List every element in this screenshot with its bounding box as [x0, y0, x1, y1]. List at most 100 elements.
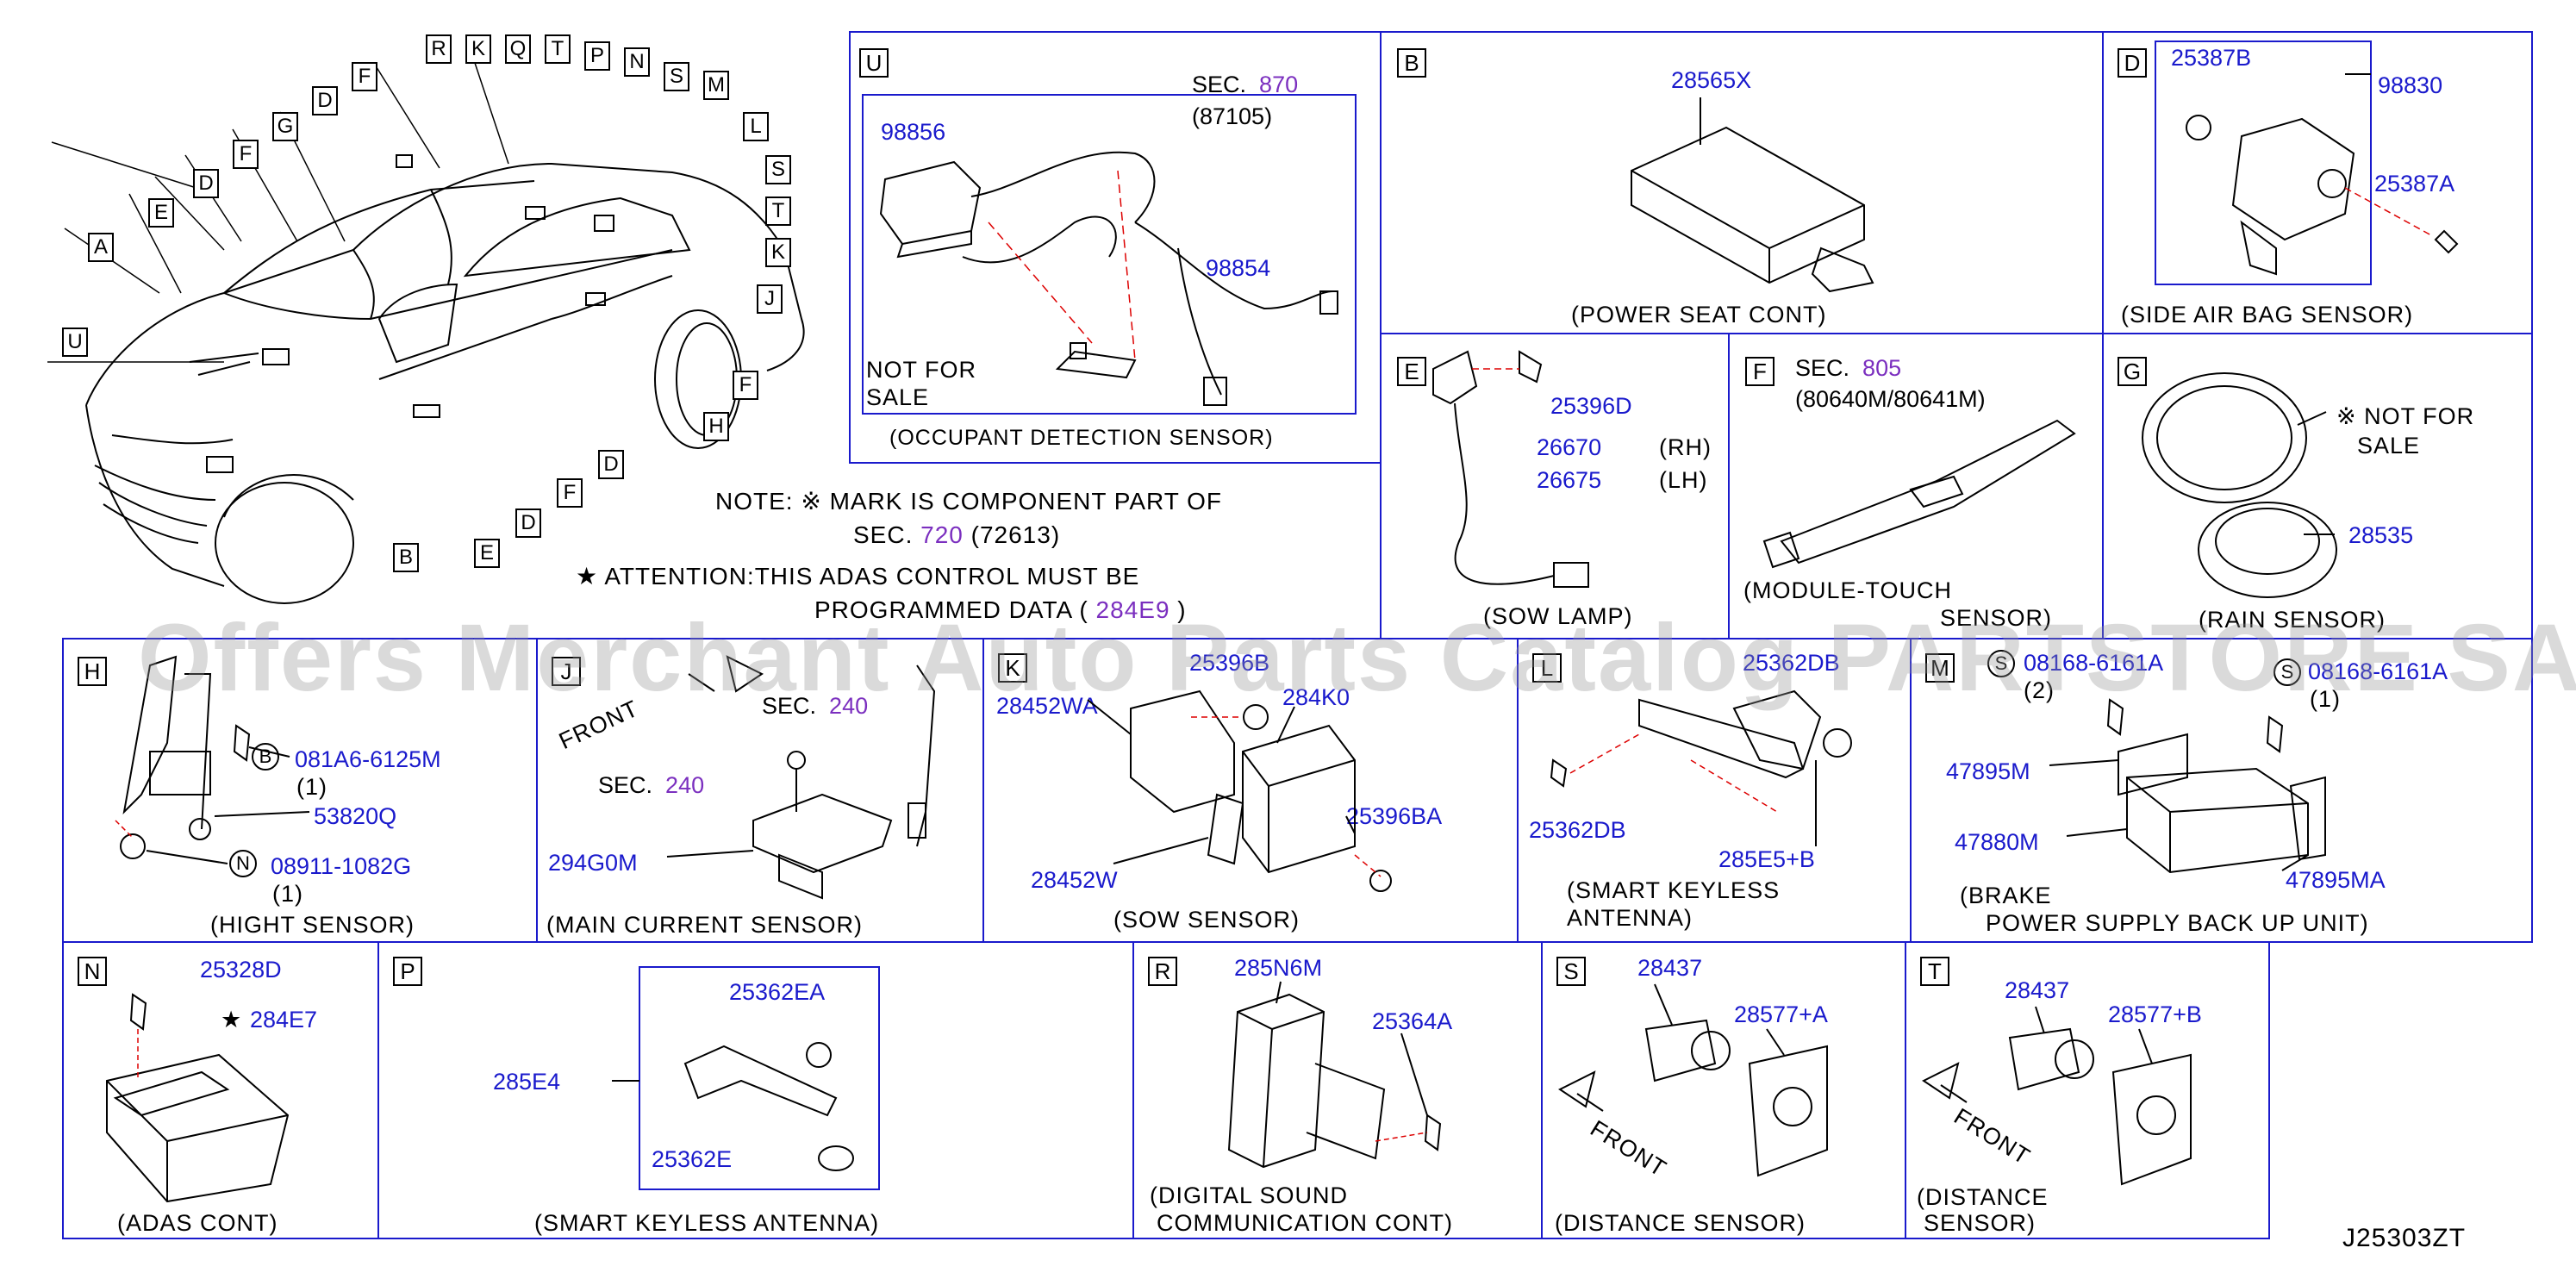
part-47895m[interactable]: 47895M	[1946, 758, 2030, 784]
cell-caption-2: SENSOR)	[1940, 605, 2053, 631]
part-25362db[interactable]: 25362DB	[1529, 817, 1626, 843]
overview-callout-h[interactable]: H	[703, 412, 729, 441]
part-25387a[interactable]: 25387A	[2374, 171, 2455, 197]
part-47895ma[interactable]: 47895MA	[2286, 867, 2386, 893]
overview-callout-q[interactable]: Q	[505, 34, 531, 64]
part-285n6m[interactable]: 285N6M	[1234, 955, 1323, 981]
part-28437[interactable]: 28437	[1637, 955, 1703, 981]
overview-callout-j[interactable]: J	[757, 284, 783, 314]
part-08168-6161a-1[interactable]: 08168-6161A	[2024, 650, 2164, 676]
sec-link[interactable]: 870	[1259, 72, 1299, 97]
overview-callout-f[interactable]: F	[557, 478, 583, 508]
cell-f-module-touch-sensor: F SEC. 805 (80640M/80641M) (MODULE-TOUCH…	[1728, 333, 2104, 640]
distance-sensor-s-drawing	[1543, 943, 1908, 1241]
overview-callout-d[interactable]: D	[515, 508, 541, 538]
note-programmed-part[interactable]: 284E9	[1095, 596, 1170, 623]
overview-callout-p[interactable]: P	[584, 41, 610, 71]
overview-callout-s[interactable]: S	[664, 62, 689, 91]
overview-callout-k[interactable]: K	[465, 34, 491, 64]
part-284k0[interactable]: 284K0	[1282, 684, 1350, 710]
part-25396ba[interactable]: 25396BA	[1346, 803, 1443, 829]
cell-caption-2: ANTENNA)	[1567, 905, 1693, 931]
overview-callout-u[interactable]: U	[62, 328, 88, 357]
overview-callout-d[interactable]: D	[312, 86, 338, 115]
part-98856[interactable]: 98856	[881, 119, 946, 145]
part-28452w[interactable]: 28452W	[1031, 867, 1118, 893]
part-53820q[interactable]: 53820Q	[314, 803, 397, 829]
cell-e-sow-lamp: E 25396D 26670 (RH) 26675 (LH) (SOW LAMP…	[1380, 333, 1730, 640]
nut-type-n-icon: N	[229, 850, 257, 877]
cell-letter: T	[1920, 957, 1949, 986]
part-98830[interactable]: 98830	[2378, 72, 2443, 98]
part-28577-a[interactable]: 28577+A	[1734, 1001, 1828, 1027]
part-26675[interactable]: 26675	[1537, 467, 1602, 493]
main-current-sensor-drawing	[538, 640, 986, 945]
part-08168-6161a-2[interactable]: 08168-6161A	[2308, 658, 2448, 684]
distance-sensor-t-drawing	[1906, 943, 2272, 1241]
note-sec-number[interactable]: 720	[920, 521, 964, 548]
part-08911-1082g[interactable]: 08911-1082G	[271, 853, 412, 879]
overview-callout-e[interactable]: E	[148, 198, 174, 228]
part-25364a[interactable]: 25364A	[1372, 1008, 1453, 1034]
part-26670[interactable]: 26670	[1537, 434, 1602, 460]
part-28535[interactable]: 28535	[2348, 522, 2414, 548]
overview-callout-r[interactable]: R	[426, 34, 452, 64]
cell-caption: (SOW SENSOR)	[1113, 907, 1300, 933]
part-47880m[interactable]: 47880M	[1955, 829, 2039, 855]
note-programmed-label: PROGRAMMED DATA (	[814, 596, 1088, 623]
part-285e5-b[interactable]: 285E5+B	[1718, 846, 1815, 872]
sec-link-1[interactable]: 240	[829, 693, 869, 719]
sec-link-2[interactable]: 240	[665, 772, 705, 798]
cell-caption-1: (DIGITAL SOUND	[1150, 1182, 1349, 1208]
overview-callout-f[interactable]: F	[233, 140, 259, 169]
overview-callout-d[interactable]: D	[598, 450, 624, 479]
cell-caption: (DISTANCE SENSOR)	[1555, 1210, 1806, 1236]
part-25328d[interactable]: 25328D	[200, 957, 282, 983]
part-25387b[interactable]: 25387B	[2171, 45, 2252, 71]
overview-callout-a[interactable]: A	[88, 233, 114, 262]
overview-callout-b[interactable]: B	[393, 543, 419, 572]
side-air-bag-sensor-drawing	[2104, 33, 2535, 336]
overview-callout-d[interactable]: D	[193, 169, 219, 198]
part-25396b[interactable]: 25396B	[1189, 650, 1270, 676]
part-28577-b[interactable]: 28577+B	[2108, 1001, 2202, 1027]
part-284e7[interactable]: 284E7	[250, 1007, 318, 1033]
part-28452wa[interactable]: 28452WA	[996, 693, 1098, 719]
part-25396d[interactable]: 25396D	[1550, 393, 1632, 419]
overview-callout-g[interactable]: G	[272, 112, 298, 141]
overview-callout-f[interactable]: F	[352, 62, 377, 91]
part-28565x[interactable]: 28565X	[1671, 67, 1752, 93]
not-for-sale-label: NOT FOR	[866, 357, 976, 383]
diagram-code: J25303ZT	[2342, 1224, 2467, 1252]
overview-callout-n[interactable]: N	[624, 47, 650, 77]
part-294g0m[interactable]: 294G0M	[548, 850, 638, 876]
cell-g-rain-sensor: G ※ NOT FOR SALE 28535 (RAIN SENSOR)	[2102, 333, 2533, 640]
hight-sensor-drawing	[64, 640, 540, 945]
part-081a6-6125m[interactable]: 081A6-6125M	[295, 746, 441, 772]
overview-callout-f[interactable]: F	[733, 371, 758, 400]
overview-callout-s[interactable]: S	[765, 155, 791, 184]
part-25362e[interactable]: 25362E	[652, 1146, 733, 1172]
part-25362db-top[interactable]: 25362DB	[1743, 650, 1840, 676]
part-98854[interactable]: 98854	[1206, 255, 1271, 281]
occupant-sensor-drawing	[851, 33, 1383, 465]
overview-callout-t[interactable]: T	[545, 34, 571, 64]
cell-caption-2: COMMUNICATION CONT)	[1157, 1210, 1453, 1236]
note-line-2: SEC. 720 (72613)	[853, 521, 1060, 549]
cell-p-smart-keyless-antenna: P 285E4 25362EA 25362E (SMART KEYLESS AN…	[377, 941, 1134, 1239]
part-285e4[interactable]: 285E4	[493, 1069, 561, 1095]
overview-callout-k[interactable]: K	[765, 238, 791, 267]
overview-callout-e[interactable]: E	[474, 539, 500, 568]
overview-callout-l[interactable]: L	[743, 112, 769, 141]
part-25362ea[interactable]: 25362EA	[729, 979, 826, 1005]
note-programmed-suffix: )	[1177, 596, 1187, 623]
cell-d-side-air-bag-sensor: D 25387B 98830 25387A (SIDE AIR BAG SENS…	[2102, 31, 2533, 334]
cell-caption-1: (MODULE-TOUCH	[1743, 577, 1952, 603]
sec-link[interactable]: 805	[1862, 355, 1902, 381]
overview-callout-t[interactable]: T	[765, 197, 791, 226]
note-line-4: PROGRAMMED DATA ( 284E9 )	[814, 596, 1187, 624]
cell-letter: U	[859, 48, 889, 78]
part-28437[interactable]: 28437	[2005, 977, 2070, 1003]
overview-callout-m[interactable]: M	[703, 71, 729, 100]
cell-letter: H	[78, 657, 107, 686]
